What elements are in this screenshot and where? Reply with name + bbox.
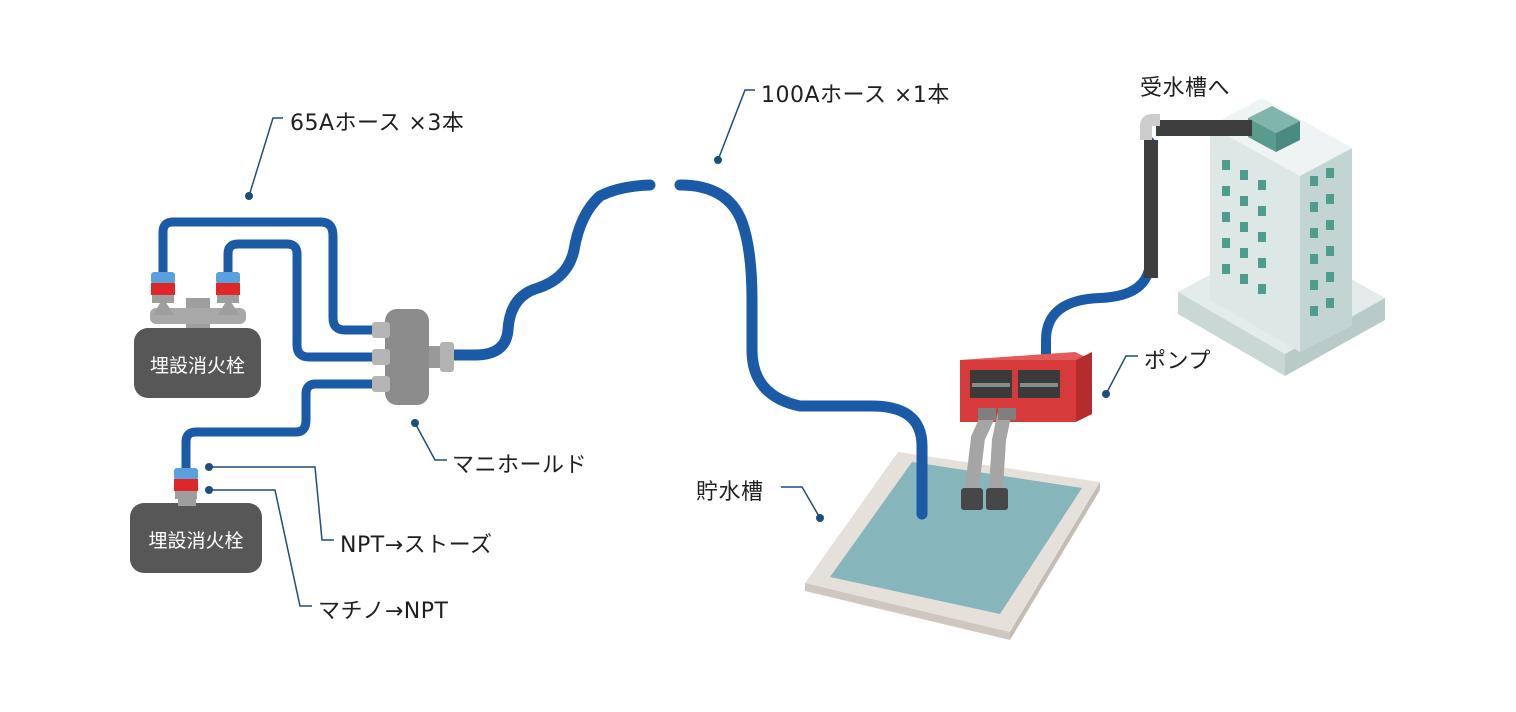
hydrant-upper [134, 298, 261, 398]
label-pump: ポンプ [1144, 349, 1211, 374]
label-hose-65a: 65Aホース ×3本 [290, 111, 465, 136]
building [1178, 98, 1385, 376]
manifold [372, 309, 454, 405]
building-roof-box [1248, 106, 1300, 152]
storage-tank-water [830, 462, 1082, 614]
coupler-upper-right [216, 272, 240, 303]
hoses-65a [158, 217, 383, 475]
label-storage-tank: 貯水槽 [696, 480, 764, 505]
hose-pump-to-building [1041, 137, 1155, 359]
hose-65a-1 [158, 217, 381, 335]
label-manifold: マニホールド [452, 453, 588, 478]
label-npt-storz: NPT→ストーズ [340, 533, 493, 558]
label-hydrant-upper: 埋設消火栓 [149, 355, 245, 377]
suction-hoses [961, 408, 1016, 510]
label-machino-npt: マチノ→NPT [318, 599, 449, 624]
roof-pipe [1156, 120, 1252, 136]
leader-lines [209, 89, 1138, 607]
hose-65a-2 [223, 239, 383, 362]
hose-100a [446, 179, 928, 520]
pump [960, 352, 1092, 422]
leader-dots [205, 156, 1110, 522]
coupler-upper-left [151, 272, 175, 303]
building-windows [1222, 160, 1334, 316]
label-hydrant-lower: 埋設消火栓 [148, 530, 244, 552]
coupler-lower [174, 468, 198, 499]
label-to-receiving-tank: 受水槽へ [1140, 76, 1231, 101]
label-hose-100a: 100Aホース ×1本 [761, 83, 950, 108]
hose-65a-3 [181, 379, 383, 475]
riser-pipe [1144, 140, 1158, 278]
storage-tank [805, 452, 1100, 640]
